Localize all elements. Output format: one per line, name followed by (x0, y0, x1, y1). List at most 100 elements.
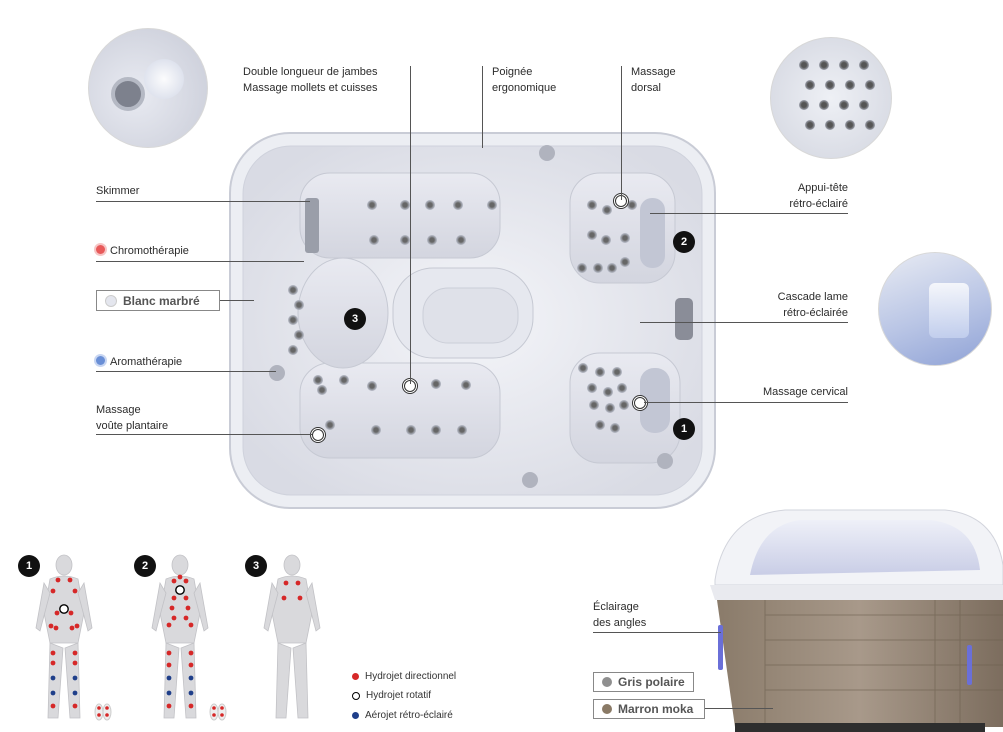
label-chromo: Chromothérapie (96, 243, 189, 259)
leader-shell (220, 300, 254, 301)
jet-nozzle (602, 205, 612, 215)
jet-nozzle (578, 363, 588, 373)
color-gris-polaire: Gris polaire (593, 672, 694, 692)
leader-eclairage (593, 632, 721, 633)
chromo-icon (96, 245, 105, 254)
label-aroma: Aromathérapie (96, 354, 182, 370)
jet-nozzle (845, 80, 855, 90)
rotatif-jet-voute (310, 427, 326, 443)
legend-aerojet: Aérojet rétro-éclairé (352, 710, 453, 721)
jet-nozzle (607, 263, 617, 273)
jet-nozzle (620, 233, 630, 243)
jet-nozzle (369, 235, 379, 245)
jet-nozzle (457, 425, 467, 435)
jet-nozzle (577, 263, 587, 273)
jet-nozzle (587, 200, 597, 210)
jet-nozzle (859, 100, 869, 110)
jet-nozzle (288, 315, 298, 325)
cascade-photo (878, 252, 992, 366)
jet-nozzle (859, 60, 869, 70)
jet-nozzle (612, 367, 622, 377)
leader-chromo (96, 261, 304, 262)
jet-nozzle (456, 235, 466, 245)
jet-nozzle (453, 200, 463, 210)
jet-nozzle (367, 200, 377, 210)
jet-nozzle (427, 235, 437, 245)
jet-nozzle (367, 381, 377, 391)
jet-nozzle (805, 80, 815, 90)
jet-nozzle (603, 387, 613, 397)
color-shell-blanc: Blanc marbré (96, 290, 220, 311)
spa-top-view (229, 132, 716, 509)
body-figure-3 (263, 554, 321, 719)
legend-hydrojet-rotatif: Hydrojet rotatif (352, 690, 431, 701)
blue-dot-icon (352, 712, 359, 719)
leader-appui (650, 213, 848, 214)
feet-icon-2 (209, 703, 227, 721)
aroma-icon (96, 356, 105, 365)
backrest-jets-photo (770, 37, 892, 159)
swatch-gris (602, 677, 612, 687)
leader-marron (705, 708, 773, 709)
jet-nozzle (431, 425, 441, 435)
jet-nozzle (799, 100, 809, 110)
body-figure-1 (35, 554, 93, 719)
seat-number-3: 3 (344, 308, 366, 330)
color-marron-moka: Marron moka (593, 699, 705, 719)
jet-nozzle (371, 425, 381, 435)
spa-exterior-photo (710, 509, 1003, 732)
jet-nozzle (325, 420, 335, 430)
jet-nozzle (825, 120, 835, 130)
jet-nozzle (313, 375, 323, 385)
jet-nozzle (619, 400, 629, 410)
legend-hydrojet-directionnel: Hydrojet directionnel (352, 671, 456, 682)
jet-nozzle (425, 200, 435, 210)
jet-nozzle (865, 80, 875, 90)
jet-nozzle (620, 257, 630, 267)
jet-nozzle (595, 420, 605, 430)
leader-aroma (96, 371, 276, 372)
jet-nozzle (825, 80, 835, 90)
leader-cervical (644, 402, 848, 403)
jet-nozzle (819, 100, 829, 110)
jet-nozzle (819, 60, 829, 70)
jet-nozzle (839, 60, 849, 70)
leader-poignee (482, 66, 483, 148)
red-dot-icon (352, 673, 359, 680)
label-cervical: Massage cervical (763, 386, 848, 398)
jet-nozzle (288, 285, 298, 295)
jet-nozzle (461, 380, 471, 390)
swatch-marron (602, 704, 612, 714)
jet-nozzle (593, 263, 603, 273)
jet-nozzle (601, 235, 611, 245)
jet-nozzle (595, 367, 605, 377)
jet-nozzle (845, 120, 855, 130)
jet-nozzle (610, 423, 620, 433)
feet-icon-1 (94, 703, 112, 721)
ring-icon (352, 691, 360, 700)
seat-number-2: 2 (673, 231, 695, 253)
jet-nozzle (400, 235, 410, 245)
jet-nozzle (865, 120, 875, 130)
jet-nozzle (431, 379, 441, 389)
leader-skimmer (96, 201, 310, 202)
body-figure-2 (151, 554, 209, 719)
jet-nozzle (406, 425, 416, 435)
seat-number-1: 1 (673, 418, 695, 440)
leader-double-jambes (410, 66, 411, 384)
figure-number-2: 2 (134, 555, 156, 577)
jet-nozzle (617, 383, 627, 393)
leader-voute (96, 434, 312, 435)
jet-closeup-photo (88, 28, 208, 148)
jet-nozzle (294, 330, 304, 340)
jet-nozzle (589, 400, 599, 410)
jet-nozzle (605, 403, 615, 413)
jet-nozzle (317, 385, 327, 395)
figure-number-1: 1 (18, 555, 40, 577)
